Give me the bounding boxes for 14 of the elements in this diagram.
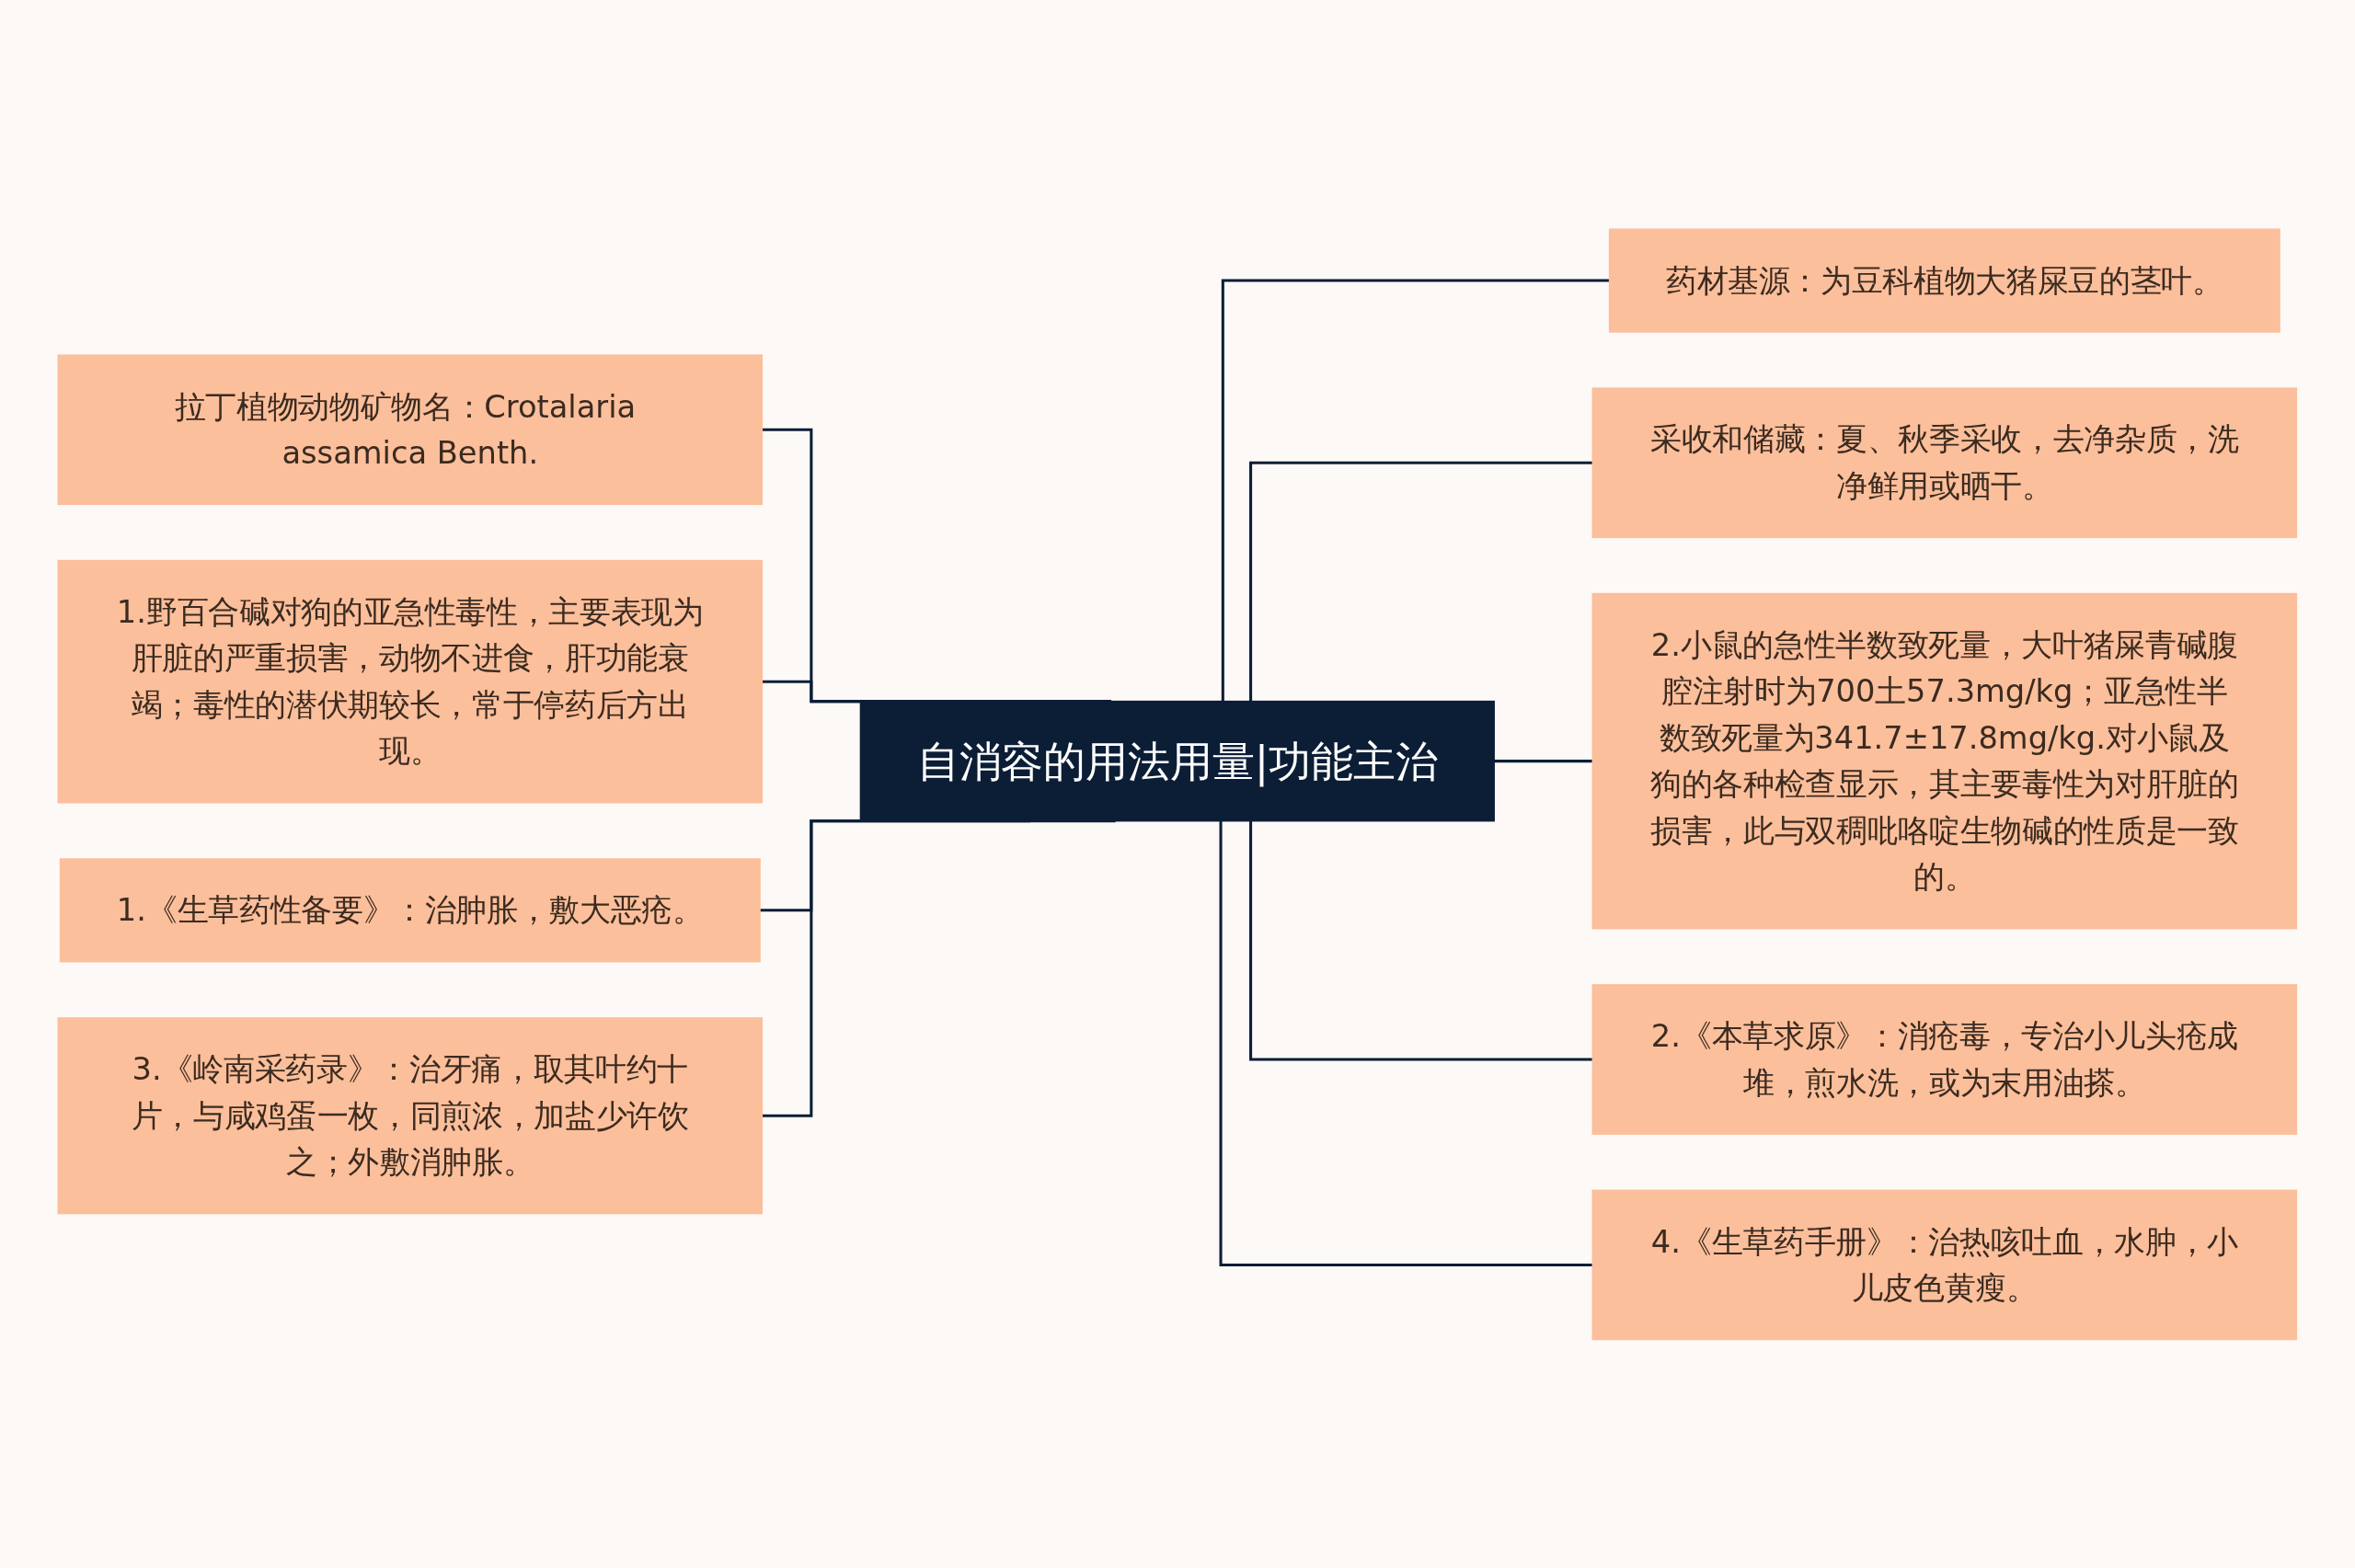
connector bbox=[1219, 820, 1593, 1266]
node-box: 1.《生草药性备要》：治肿胀，敷大恶疮。 bbox=[60, 857, 761, 963]
node-box: 2.小鼠的急性半数致死量，大叶猪屎青碱腹腔注射时为700土57.3mg/kg；亚急性半数致死量为341.7±17.8mg/kg.对小鼠及狗的各种检查显示，其主要毒性为对肝脏的损害，此与双稠吡咯啶生物碱的性质是一致的。 bbox=[1591, 592, 2298, 930]
node-box: 3.《岭南采药录》：治牙痛，取其叶约十片，与咸鸡蛋一枚，同煎浓，加盐少许饮之；外敷消肿胀。 bbox=[57, 1016, 764, 1214]
node-box: 采收和储藏：夏、秋季采收，去净杂质，洗净鲜用或晒干。 bbox=[1591, 387, 2298, 538]
connector bbox=[1249, 461, 1593, 702]
node-box: 拉丁植物动物矿物名：Crotalaria assamica Benth. bbox=[57, 354, 764, 505]
connector bbox=[1222, 279, 1610, 702]
node-box: 1.野百合碱对狗的亚急性毒性，主要表现为肝脏的严重损害，动物不进食，肝功能衰竭；毒性的潜伏期较长，常于停药后方出现。 bbox=[57, 559, 764, 804]
connector bbox=[1249, 820, 1593, 1061]
node-box: 4.《生草药手册》：治热咳吐血，水肿，小儿皮色黄瘦。 bbox=[1591, 1189, 2298, 1340]
node-box: 药材基源：为豆科植物大猪屎豆的茎叶。 bbox=[1609, 228, 2280, 333]
node-box: 2.《本草求原》：消疮毒，专治小儿头疮成堆，煎水洗，或为末用油搽。 bbox=[1591, 983, 2298, 1135]
node-box: 自消容的用法用量|功能主治 bbox=[859, 700, 1496, 822]
